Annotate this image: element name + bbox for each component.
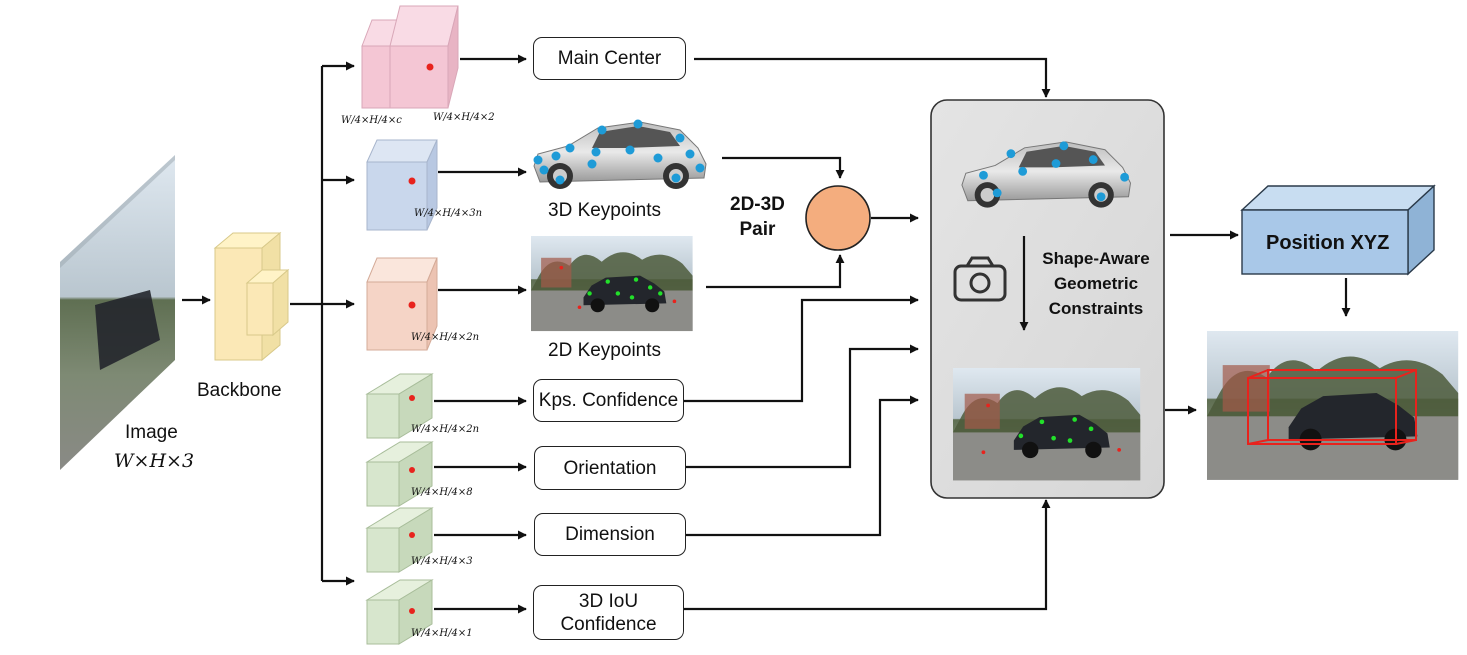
panel-car-3d-model xyxy=(961,141,1131,208)
kps-confidence-box: Kps. Confidence xyxy=(533,379,684,422)
head-3d-iou-map xyxy=(365,579,434,645)
head-orientation-map xyxy=(365,441,434,507)
car-3d-model xyxy=(533,119,707,189)
constraints-line2: Geometric xyxy=(1053,274,1139,293)
head-3d-keypoints-map xyxy=(366,139,438,231)
dim-3d-iou: W/4×H/4×1 xyxy=(411,628,473,639)
head-2d-keypoints-map xyxy=(366,257,438,351)
position-xyz-label: Position XYZ xyxy=(1266,232,1390,254)
input-image xyxy=(60,155,175,470)
backbone-label: Backbone xyxy=(197,380,282,401)
panel-car-photo xyxy=(953,368,1141,481)
pair-label-line1: 2D-3D xyxy=(730,194,785,215)
main-center-box: Main Center xyxy=(533,37,686,80)
constraints-line1: Shape-Aware xyxy=(1042,249,1150,268)
dim-3d-keypoints: W/4×H/4×3n xyxy=(414,208,483,219)
input-image-label: Image xyxy=(125,422,178,443)
dim-dimension: W/4×H/4×3 xyxy=(411,556,473,567)
backbone-block xyxy=(213,231,290,362)
input-image-size: W×H×3 xyxy=(114,450,195,472)
3d-iou-label-line1: 3D IoU xyxy=(578,590,639,612)
3d-iou-box: 3D IoU Confidence xyxy=(533,585,684,640)
pair-label-line2: Pair xyxy=(739,219,776,240)
3d-iou-label-line2: Confidence xyxy=(560,613,657,635)
dim-main-center-1: W/4×H/4×c xyxy=(341,115,402,126)
head-dimension-map xyxy=(365,507,434,573)
car-photo-2d-keypoints xyxy=(531,236,693,332)
dim-kps-confidence: W/4×H/4×2n xyxy=(411,424,480,435)
2d-keypoints-label: 2D Keypoints xyxy=(548,340,662,361)
3d-keypoints-label: 3D Keypoints xyxy=(548,200,662,221)
dimension-box: Dimension xyxy=(534,513,686,556)
dim-main-center-2: W/4×H/4×2 xyxy=(433,112,495,123)
constraints-label: Shape-Aware Geometric Constraints xyxy=(1034,246,1158,321)
head-kps-confidence-map xyxy=(365,373,434,439)
pair-label: 2D-3D Pair xyxy=(730,192,785,242)
camera-icon xyxy=(953,256,1007,302)
dim-2d-keypoints: W/4×H/4×2n xyxy=(411,332,480,343)
position-xyz-box xyxy=(1240,184,1436,276)
dim-orientation: W/4×H/4×8 xyxy=(411,487,473,498)
result-3d-box xyxy=(1247,369,1417,445)
head-main-center-map xyxy=(361,5,459,109)
orientation-box: Orientation xyxy=(534,446,686,490)
result-photo xyxy=(1207,331,1459,480)
pair-node xyxy=(805,185,871,251)
constraints-line3: Constraints xyxy=(1048,299,1144,318)
